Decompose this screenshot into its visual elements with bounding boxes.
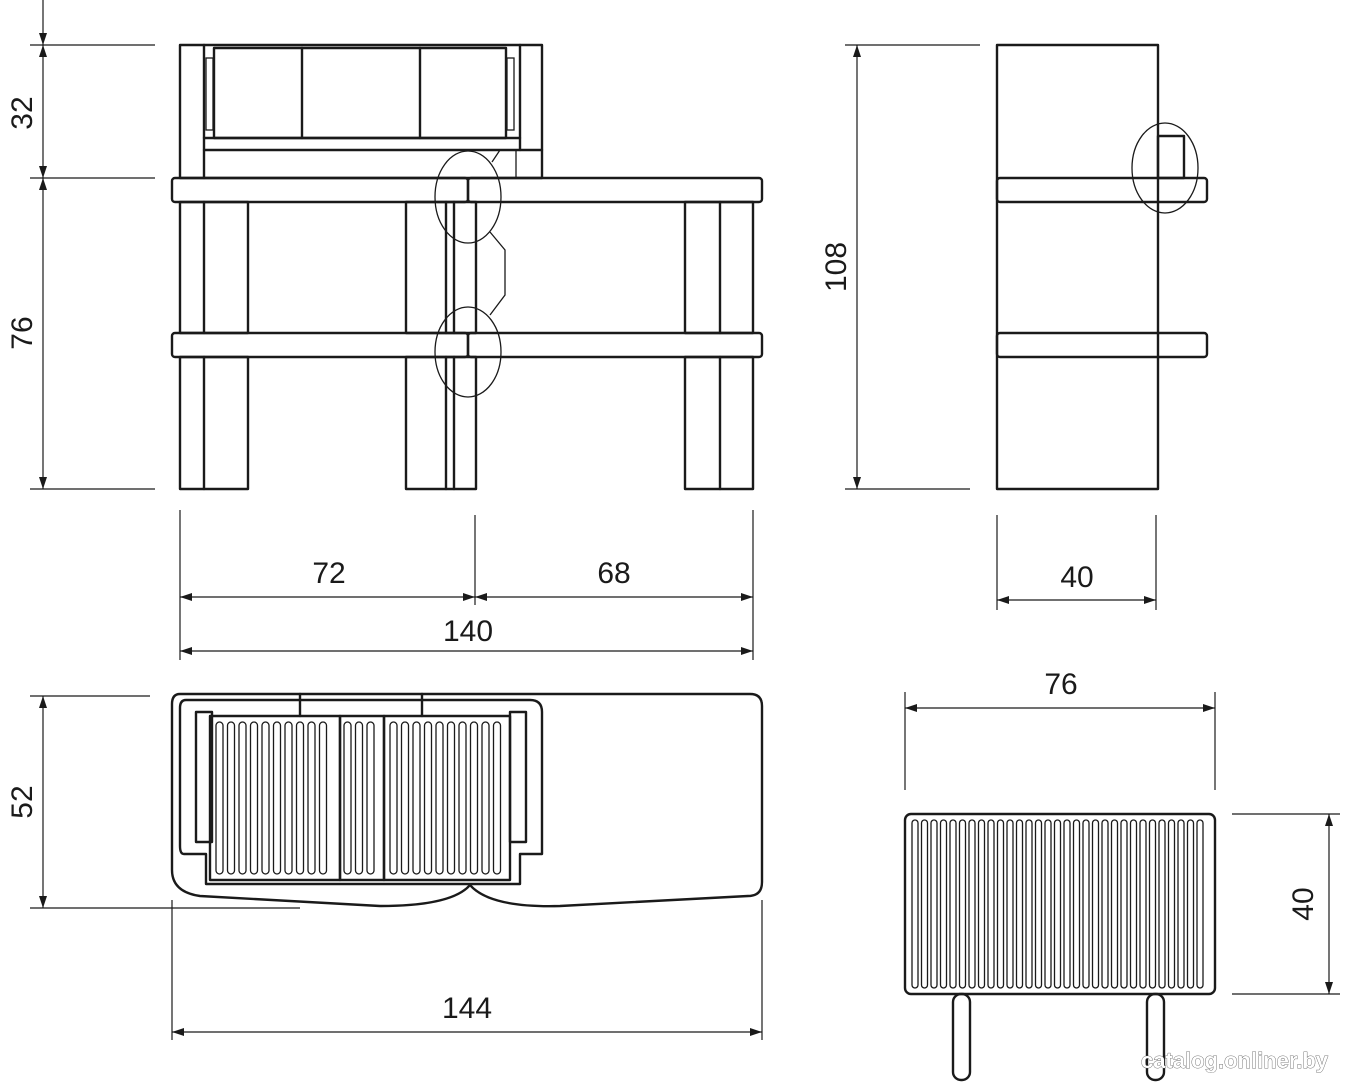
rib: [1148, 819, 1157, 989]
rib: [996, 819, 1005, 989]
rib: [435, 721, 444, 875]
rib: [1186, 819, 1195, 989]
watermark: catalog.onliner.by: [1141, 1048, 1329, 1073]
dim-module-height: 40: [1287, 887, 1320, 920]
dim-front-total-width: 140: [443, 615, 493, 648]
rib: [1139, 819, 1147, 989]
dim-front-top-height: 32: [6, 96, 39, 129]
rib: [1101, 819, 1109, 989]
rib: [400, 721, 410, 875]
dim-side-depth: 40: [1060, 561, 1093, 594]
dim-side-height: 108: [820, 242, 853, 292]
rib: [295, 721, 305, 875]
rib: [307, 721, 316, 875]
rib: [1082, 819, 1090, 989]
rib: [1167, 819, 1176, 989]
rib: [318, 721, 328, 875]
rib: [423, 721, 433, 875]
front-width-dimensions: 72 68 140: [179, 510, 754, 660]
rib: [930, 819, 938, 989]
rib: [492, 721, 502, 875]
rib: [284, 721, 293, 875]
rib: [1129, 819, 1138, 989]
rib: [977, 819, 986, 989]
module-dimensions: 76 40: [904, 668, 1340, 995]
top-dimensions: 52 144: [6, 695, 763, 1040]
front-height-dimensions: 32 76: [6, 0, 155, 490]
rib: [1053, 819, 1062, 989]
top-view-ribs: [215, 721, 502, 875]
dim-top-depth: 52: [6, 785, 39, 818]
rib: [1177, 819, 1185, 989]
dim-module-width: 76: [1044, 668, 1077, 701]
rib: [1110, 819, 1119, 989]
rib: [249, 721, 259, 875]
top-view: [170, 692, 764, 908]
module-view: [903, 812, 1217, 1082]
rib: [446, 721, 456, 875]
rib: [389, 721, 398, 875]
rib: [261, 721, 270, 875]
rib: [987, 819, 995, 989]
rib: [1034, 819, 1043, 989]
rib: [1025, 819, 1033, 989]
rib: [354, 721, 364, 875]
rib: [968, 819, 976, 989]
rib: [958, 819, 967, 989]
rib: [939, 819, 948, 989]
rib: [458, 721, 467, 875]
dim-front-lower-height: 76: [6, 316, 39, 349]
rib: [1015, 819, 1024, 989]
rib: [238, 721, 247, 875]
rib: [949, 819, 957, 989]
rib: [272, 721, 282, 875]
rib: [469, 721, 479, 875]
rib: [226, 721, 236, 875]
dim-front-right-width: 68: [597, 557, 630, 590]
side-dimensions: 108 40: [820, 44, 1157, 610]
rib: [215, 721, 224, 875]
side-view: [995, 43, 1209, 491]
dim-top-total-width: 144: [442, 992, 492, 1025]
rib: [1158, 819, 1166, 989]
rib: [920, 819, 929, 989]
rib: [911, 819, 919, 989]
rib: [1091, 819, 1100, 989]
rib: [343, 721, 352, 875]
rib: [1063, 819, 1071, 989]
rib: [1006, 819, 1014, 989]
rib: [412, 721, 421, 875]
rib: [1044, 819, 1052, 989]
rib: [1196, 819, 1204, 989]
rib: [481, 721, 490, 875]
front-view: [170, 43, 764, 491]
rib: [366, 721, 375, 875]
dim-front-left-width: 72: [312, 557, 345, 590]
rib: [1120, 819, 1128, 989]
rib: [1072, 819, 1081, 989]
module-ribs: [911, 819, 1204, 989]
